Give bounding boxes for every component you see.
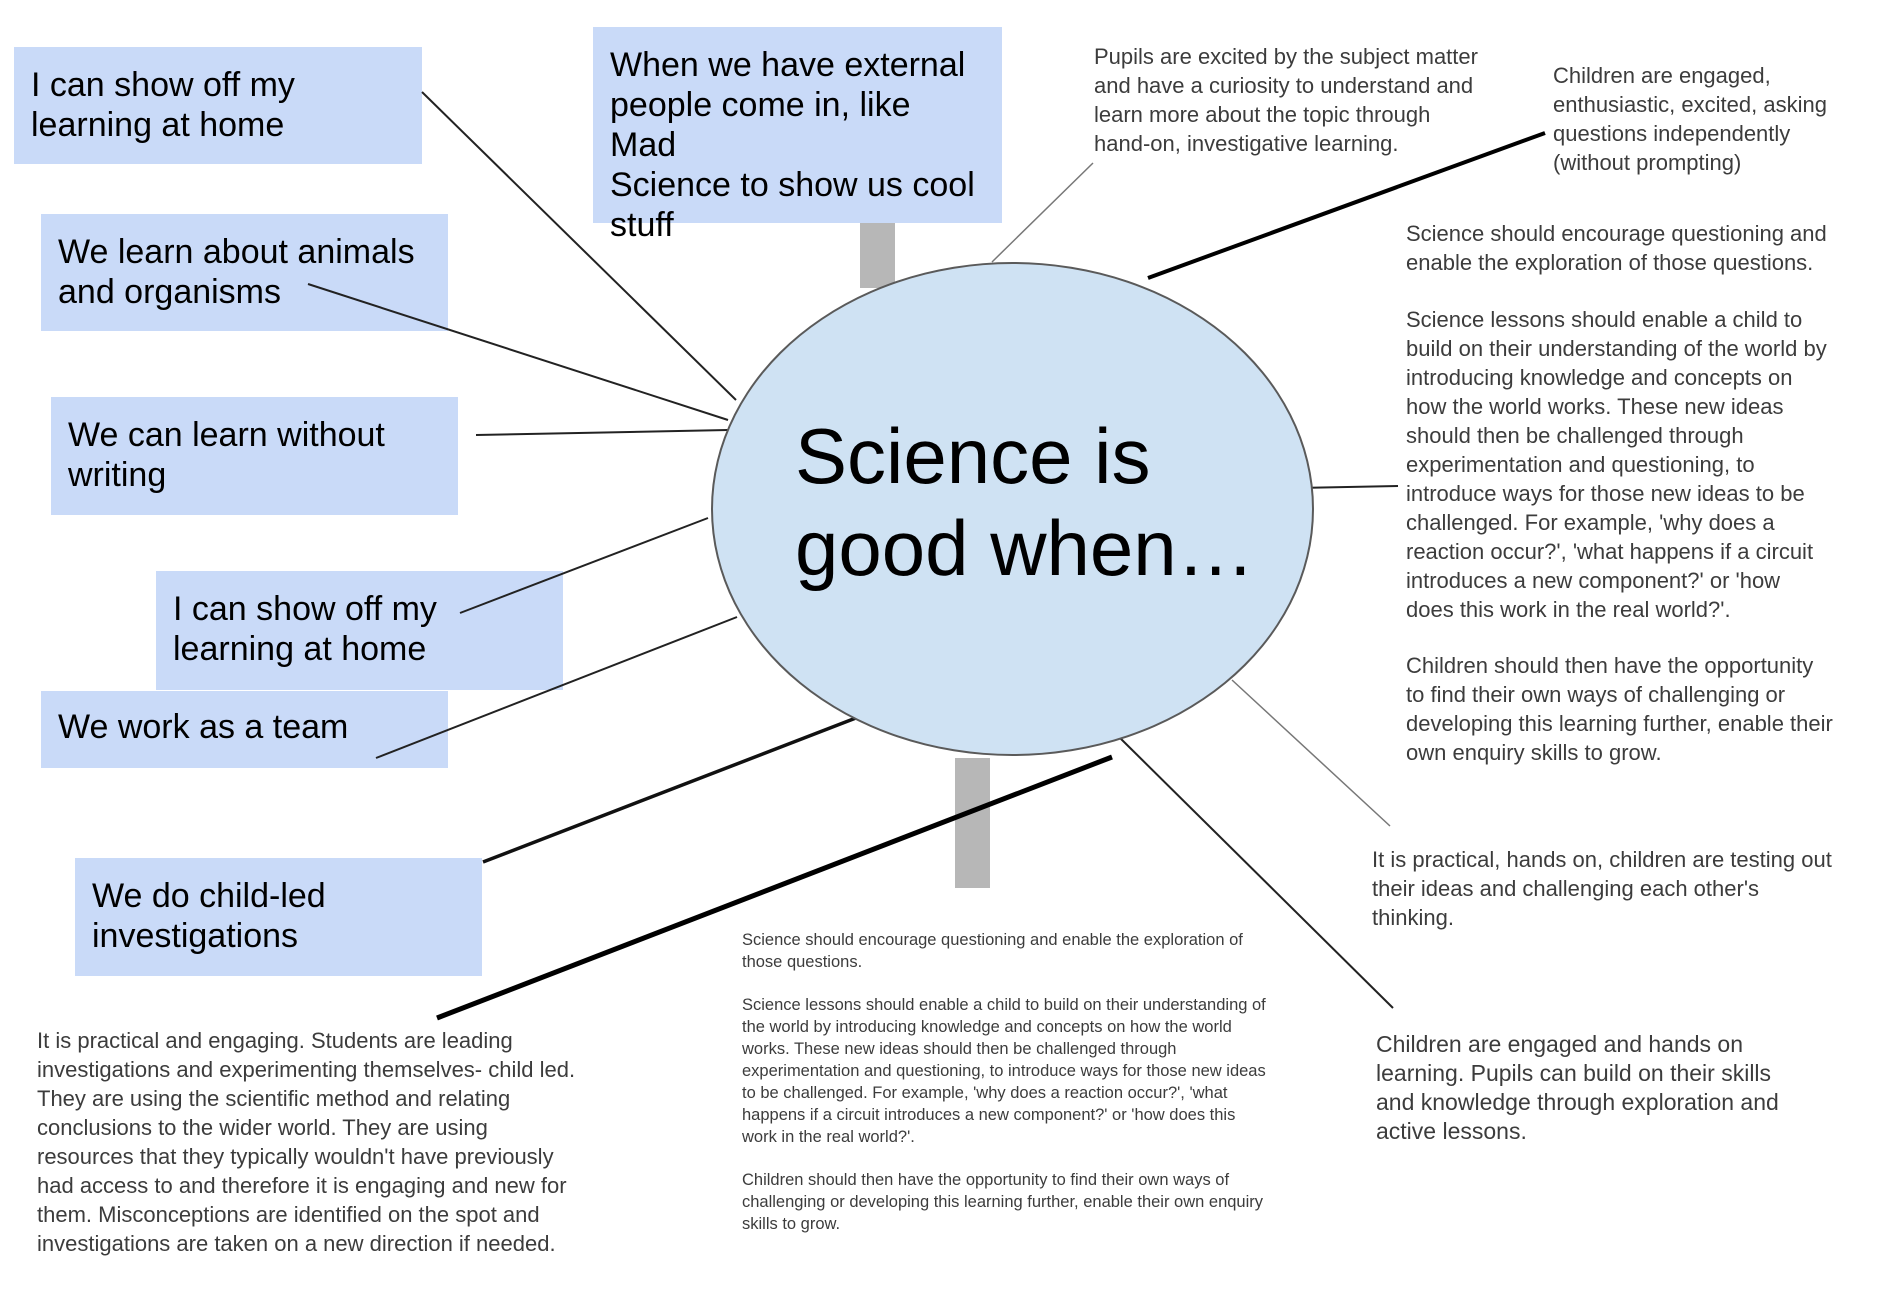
line-animals (307, 283, 729, 421)
connector-bar-bottom (955, 758, 990, 888)
center-title: Science is good when… (795, 412, 1255, 592)
center-ellipse (711, 262, 1314, 756)
box-learn-without-writing: We can learn without writing (51, 397, 458, 515)
note-small-lessons: Science lessons should enable a child to… (742, 996, 1266, 1146)
note-children-engaged-top: Children are engaged, enthusiastic, exci… (1553, 63, 1827, 175)
line-hands-on-learning (1115, 733, 1394, 1009)
box-external-people: When we have external people come in, li… (593, 27, 1002, 244)
box-show-off-learning-2: I can show off my learning at home (156, 571, 563, 690)
box-show-off-learning-1: I can show off my learning at home (14, 47, 422, 164)
box-animals-organisms: We learn about animals and organisms (41, 214, 448, 331)
connector-bar-top (860, 222, 895, 288)
note-hands-on-learning: Children are engaged and hands on learni… (1376, 1031, 1779, 1144)
line-child-led (482, 709, 875, 864)
line-lessons-enable (1296, 485, 1399, 489)
note-small-opportunity: Children should then have the opportunit… (742, 1171, 1264, 1233)
note-practical-hands-on: It is practical, hands on, children are … (1372, 847, 1832, 930)
line-show-off-2 (459, 517, 709, 614)
line-without-writing (475, 429, 729, 436)
box-work-as-team: We work as a team (41, 691, 448, 768)
note-practical-engaging: It is practical and engaging. Students a… (37, 1028, 576, 1256)
note-pupils-excited: Pupils are excited by the subject matter… (1094, 44, 1478, 156)
note-opportunity: Children should then have the opportunit… (1406, 653, 1833, 765)
box-child-led-investigations: We do child-led investigations (75, 858, 482, 976)
line-practical-engaging (436, 754, 1113, 1021)
line-practical-hands-on (1231, 679, 1391, 827)
line-show-off-1 (421, 91, 737, 401)
line-team (375, 616, 738, 759)
line-pupils-excited (991, 162, 1094, 263)
note-small-questioning: Science should encourage questioning and… (742, 931, 1243, 971)
note-lessons-enable: Science lessons should enable a child to… (1406, 307, 1827, 622)
line-children-engaged-top (1147, 131, 1546, 280)
note-encourage-questioning: Science should encourage questioning and… (1406, 221, 1827, 275)
